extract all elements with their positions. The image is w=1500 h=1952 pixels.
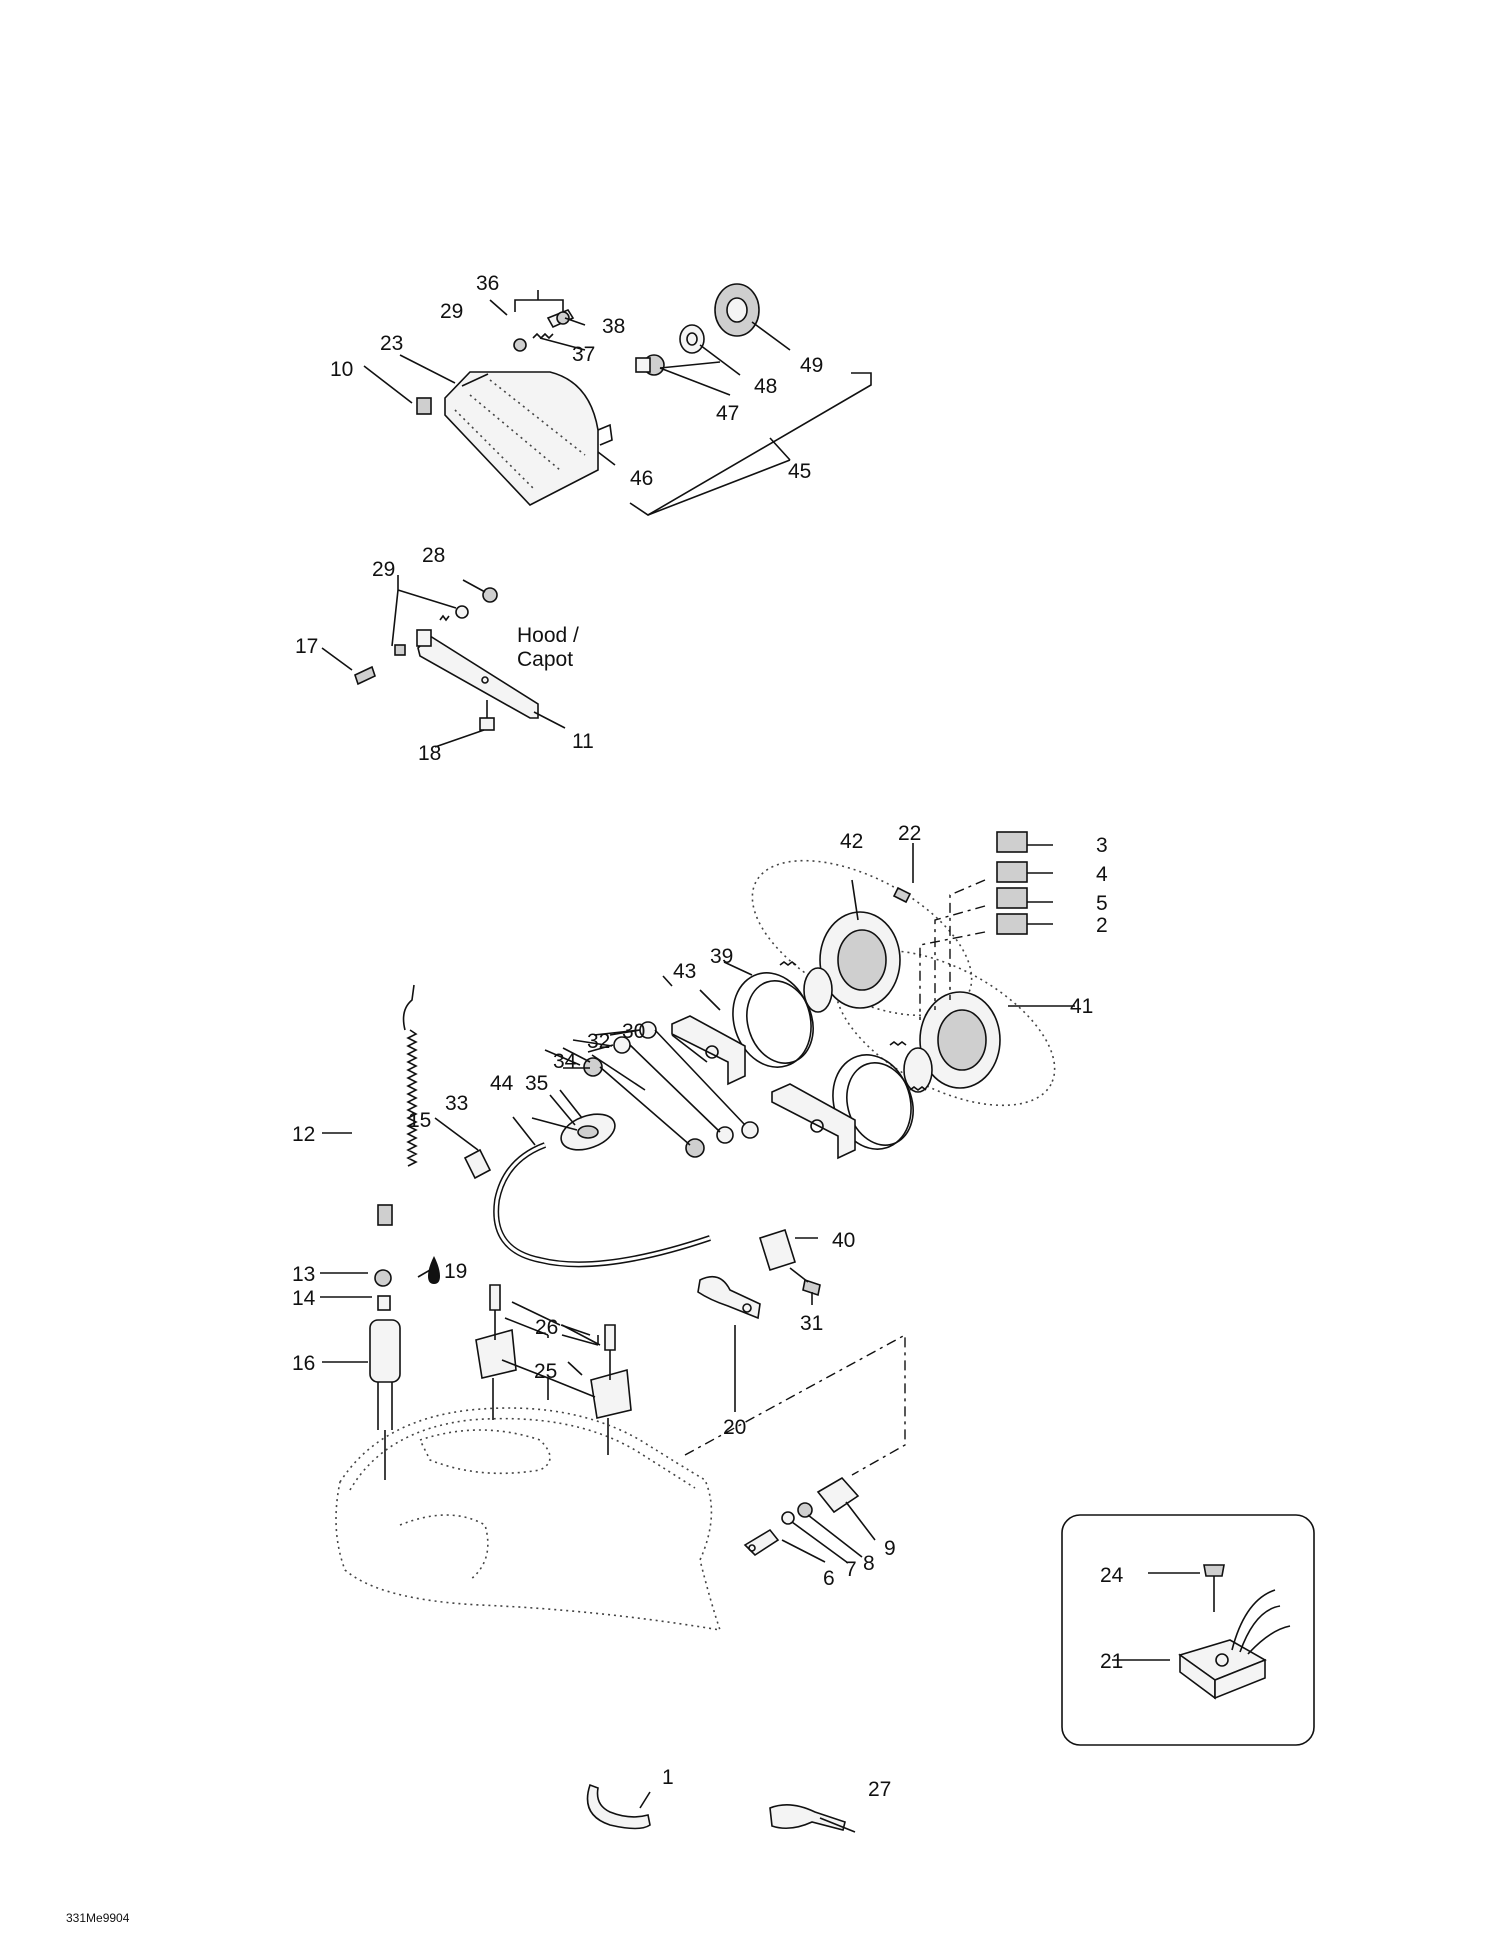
bulb-15	[463, 1148, 492, 1180]
callout-8: 8	[863, 1552, 875, 1575]
hood-label-line1: Hood /	[517, 624, 579, 647]
callout-43: 43	[673, 960, 696, 983]
gauge-cluster	[463, 831, 1056, 1268]
bulb-22	[892, 886, 912, 904]
bracket-25a	[475, 1328, 517, 1379]
nut-8	[797, 1502, 813, 1518]
callout-26: 26	[535, 1316, 558, 1339]
callout-7: 7	[845, 1558, 857, 1581]
callout-4: 4	[1096, 863, 1108, 886]
callout-labels: 1 2 3 4 5 6 7 8 9 10 11 12 13 14 15 16 1…	[66, 272, 1124, 1925]
clip-10	[416, 397, 432, 415]
lower-components	[335, 984, 906, 1831]
callout-29a: 29	[440, 300, 463, 323]
callout-23: 23	[380, 332, 403, 355]
cap-14	[377, 1295, 391, 1311]
cable-33	[493, 1142, 711, 1268]
post-26a	[489, 1284, 501, 1311]
strap-1	[586, 1783, 651, 1830]
callout-11: 11	[572, 730, 594, 753]
connector-3	[996, 831, 1028, 853]
callout-15: 15	[408, 1109, 431, 1132]
callout-31: 31	[800, 1312, 823, 1335]
inset-frame	[1061, 1514, 1315, 1746]
nut-13	[374, 1269, 392, 1287]
leader-lines	[320, 290, 1200, 1833]
callout-24: 24	[1100, 1564, 1124, 1587]
callout-32: 32	[587, 1030, 610, 1053]
nut-18	[479, 717, 495, 731]
connector-5	[996, 887, 1028, 909]
callout-17: 17	[295, 635, 318, 658]
bolt-24	[1203, 1564, 1225, 1577]
tie-27	[769, 1804, 846, 1831]
connector-2	[996, 913, 1028, 935]
coiled-cord-12	[406, 1029, 418, 1167]
callout-3: 3	[1096, 834, 1108, 857]
screw-17	[354, 665, 376, 686]
callout-39: 39	[710, 945, 733, 968]
washer-7	[781, 1511, 795, 1525]
callout-27: 27	[868, 1778, 891, 1801]
callout-30: 30	[622, 1020, 645, 1043]
key-6	[743, 1528, 780, 1557]
callout-16: 16	[292, 1352, 315, 1375]
callout-49: 49	[800, 354, 823, 377]
callout-45: 45	[788, 460, 811, 483]
callout-48: 48	[754, 375, 777, 398]
hood-bracket-assembly	[354, 587, 539, 731]
callout-47: 47	[716, 402, 739, 425]
drop-19	[428, 1256, 440, 1284]
callout-13: 13	[292, 1263, 315, 1286]
ignition-switch-9	[816, 1476, 860, 1514]
callout-14: 14	[292, 1287, 316, 1310]
callout-40: 40	[832, 1229, 855, 1252]
headlamp-assembly	[416, 283, 872, 516]
hood-label-line2: Capot	[517, 648, 573, 671]
hull-outline	[335, 1407, 722, 1632]
callout-9: 9	[884, 1537, 896, 1560]
callout-34: 34	[553, 1050, 577, 1073]
nut-35	[583, 1057, 603, 1077]
nut-28	[482, 587, 498, 603]
callout-36: 36	[476, 272, 499, 295]
callout-33: 33	[445, 1092, 468, 1115]
callout-22: 22	[898, 822, 921, 845]
callout-44: 44	[490, 1072, 514, 1095]
callout-35: 35	[525, 1072, 548, 1095]
callout-46: 46	[630, 467, 653, 490]
callout-2: 2	[1096, 914, 1108, 937]
callout-6: 6	[823, 1567, 835, 1590]
post-26b	[604, 1324, 616, 1351]
screw-31	[802, 1278, 821, 1297]
ring-43a	[732, 972, 812, 1068]
callout-21: 21	[1100, 1650, 1123, 1673]
callout-25: 25	[534, 1360, 557, 1383]
callout-18: 18	[418, 742, 441, 765]
callout-38: 38	[602, 315, 625, 338]
callout-20: 20	[723, 1416, 746, 1439]
callout-42: 42	[840, 830, 863, 853]
clip-40	[758, 1228, 797, 1272]
clamp-20	[697, 1275, 761, 1320]
callout-12: 12	[292, 1123, 315, 1146]
callout-5: 5	[1096, 892, 1108, 915]
connector-4	[996, 861, 1028, 883]
bracket-30a	[671, 1015, 746, 1086]
callout-29b: 29	[372, 558, 395, 581]
switch-16	[369, 1319, 401, 1383]
callout-41: 41	[1070, 995, 1093, 1018]
regulator-inset	[1061, 1514, 1315, 1746]
callout-37: 37	[572, 343, 595, 366]
callout-10: 10	[330, 358, 353, 381]
ring-48	[679, 324, 705, 354]
diagram-code: 331Me9904	[66, 1911, 130, 1925]
callout-19: 19	[444, 1260, 467, 1283]
callout-1: 1	[662, 1766, 674, 1789]
callout-28: 28	[422, 544, 445, 567]
bracket-25b	[590, 1368, 632, 1419]
